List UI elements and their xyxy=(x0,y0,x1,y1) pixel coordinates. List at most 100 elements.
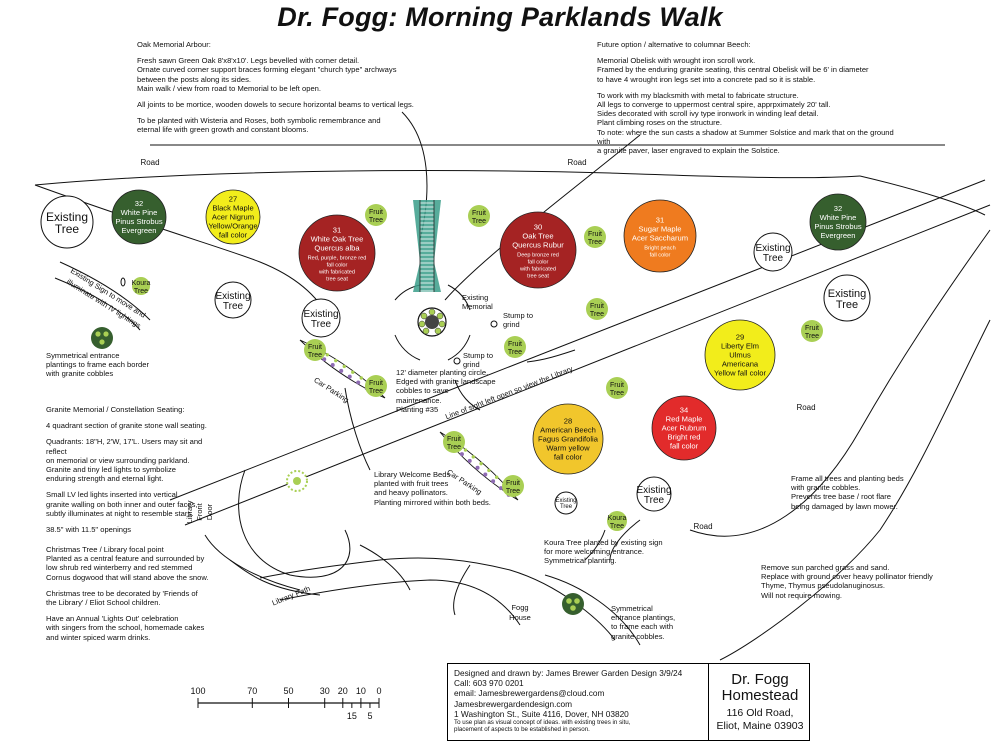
sign-road xyxy=(59,261,151,321)
fruit-tree-label: Tree xyxy=(588,239,602,246)
existing-memorial xyxy=(417,307,447,337)
specimen-tree-label: 31 xyxy=(656,216,664,225)
designer-line: Jamesbrewergardendesign.com xyxy=(454,698,573,709)
note-line: to frame each with xyxy=(611,622,674,632)
specimen-tree-label: White Pine xyxy=(820,213,857,222)
note-line: To work with my blacksmith with metal to… xyxy=(597,90,799,100)
fruit-tree-label: Fruit xyxy=(805,325,819,332)
specimen-tree-detail: with fabricated xyxy=(519,267,556,273)
bed-plant-dot xyxy=(487,468,491,473)
specimen-tree-label: 29 xyxy=(736,333,744,342)
specimen-tree-detail: tree seat xyxy=(527,274,549,280)
note-line: 38.5" with 11.5" openings xyxy=(46,525,132,535)
homestead-address-line: 116 Old Road, xyxy=(726,707,794,719)
note-line: Symmetrical xyxy=(611,604,653,613)
note-line: plantings to frame each border xyxy=(46,360,149,370)
memorial-features xyxy=(91,200,584,615)
designer-info: Designed and drawn by: James Brewer Gard… xyxy=(454,668,682,733)
specimen-tree-detail: Red, purple, bronze red xyxy=(308,256,367,262)
entrance-planting-dot xyxy=(570,605,576,611)
designer-line: Designed and drawn by: James Brewer Gard… xyxy=(454,668,683,678)
entrance-planting-dot xyxy=(566,598,572,604)
fruit-tree-label: Fruit xyxy=(508,341,522,348)
scale-tick-label: 0 xyxy=(376,686,381,696)
remove-grass-note: Remove sun parched grass and sand.Replac… xyxy=(761,563,961,607)
note-line: All legs to converge to uppermost centra… xyxy=(597,100,831,110)
note-heading: Granite Memorial / Constellation Seating… xyxy=(46,405,185,414)
note-line: Plant climbing roses on the structure. xyxy=(597,118,722,128)
memorial-planting xyxy=(438,320,446,328)
existing-tree-label: Tree xyxy=(560,504,573,510)
planting-beds xyxy=(299,339,519,501)
bed-plant-dot xyxy=(483,472,488,477)
bed-plant-dot xyxy=(342,364,346,369)
homestead-address-line: Eliot, Maine 03903 xyxy=(716,720,804,732)
fruit-tree-label: Tree xyxy=(610,390,624,397)
note-paragraph: 4 quadrant section of granite stone wall… xyxy=(46,421,221,430)
note-line: Quadrants: 18"H, 2'W, 17'L. Users may si… xyxy=(46,437,203,456)
fruit-tree-label: Tree xyxy=(369,217,383,224)
note-line: eternal life with green growth and const… xyxy=(137,125,309,135)
note-line: Main walk / view from road to Memorial t… xyxy=(137,83,322,93)
lower-drive xyxy=(279,579,521,626)
page-title: Dr. Fogg: Morning Parklands Walk xyxy=(277,2,723,32)
fruit-tree-circle xyxy=(504,336,526,358)
fruit-tree-circle xyxy=(365,204,387,226)
note-line: 4 quadrant section of granite stone wall… xyxy=(46,421,207,431)
scale-subtick-label: 15 xyxy=(347,711,357,721)
note-line: the Library' / Eliot School children. xyxy=(46,598,161,608)
scale-subtick-label: 5 xyxy=(367,711,372,721)
fruit-tree-label: Fruit xyxy=(588,231,602,238)
bed-plant-dot xyxy=(334,358,338,363)
note-line: granite cobbles. xyxy=(611,631,665,641)
fruit-tree-circle xyxy=(443,431,465,453)
specimen-tree-detail: fall color xyxy=(650,253,671,259)
fogg-house-label: House xyxy=(509,613,531,622)
note-line: 12' diameter planting circle. xyxy=(396,368,489,377)
specimen-tree-label: 32 xyxy=(834,204,842,213)
specimen-tree-detail: tree seat xyxy=(326,277,348,283)
fruit-tree-circle xyxy=(365,375,387,397)
note-line: Granite and tiny led lights to symbolize xyxy=(46,465,177,475)
note-line: All joints to be mortice, wooden dowels … xyxy=(137,100,414,110)
lower-drive xyxy=(544,574,641,646)
fruit-tree-circle xyxy=(584,226,606,248)
specimen-tree-label: Pinus Strobus xyxy=(814,222,861,231)
koura-tree-label: Tree xyxy=(134,288,148,295)
existing-tree-label: Tree xyxy=(763,253,784,264)
specimen-tree-label: Ulmus xyxy=(729,351,751,360)
leader-line xyxy=(526,349,576,363)
note-line: planted with fruit trees xyxy=(374,479,449,489)
stump-label: Stump to xyxy=(463,351,493,360)
granite-seating-quadrant xyxy=(447,284,471,311)
existing-tree-circle xyxy=(823,274,871,322)
note-line: low shrub red winterberry and red stemme… xyxy=(46,563,193,573)
note-line: Planted as a central feature and surroun… xyxy=(46,554,205,564)
note-line: maintenance. xyxy=(396,395,442,405)
scale-tick-label: 30 xyxy=(320,686,330,696)
granite-memorial-note: Granite Memorial / Constellation Seating… xyxy=(46,405,221,541)
note-line: Remove sun parched grass and sand. xyxy=(761,563,890,572)
leader-line xyxy=(344,387,371,471)
bed-plant-dot xyxy=(339,368,344,373)
bed-plant-dot xyxy=(491,479,496,484)
note-line: Edged with granite landscape xyxy=(396,377,496,387)
specimen-tree-circle xyxy=(205,189,261,245)
bed-plant-dot xyxy=(494,475,499,479)
fruit-tree-label: Fruit xyxy=(308,344,322,351)
specimen-tree-detail: Deep bronze red xyxy=(517,253,559,259)
memorial-planting xyxy=(436,312,444,320)
existing-tree-circle xyxy=(214,281,252,319)
note-line: Small LV led lights inserted into vertic… xyxy=(46,490,178,500)
stump-marker xyxy=(453,357,461,365)
note-line: Have an Annual 'Lights Out' celebration xyxy=(46,614,179,624)
